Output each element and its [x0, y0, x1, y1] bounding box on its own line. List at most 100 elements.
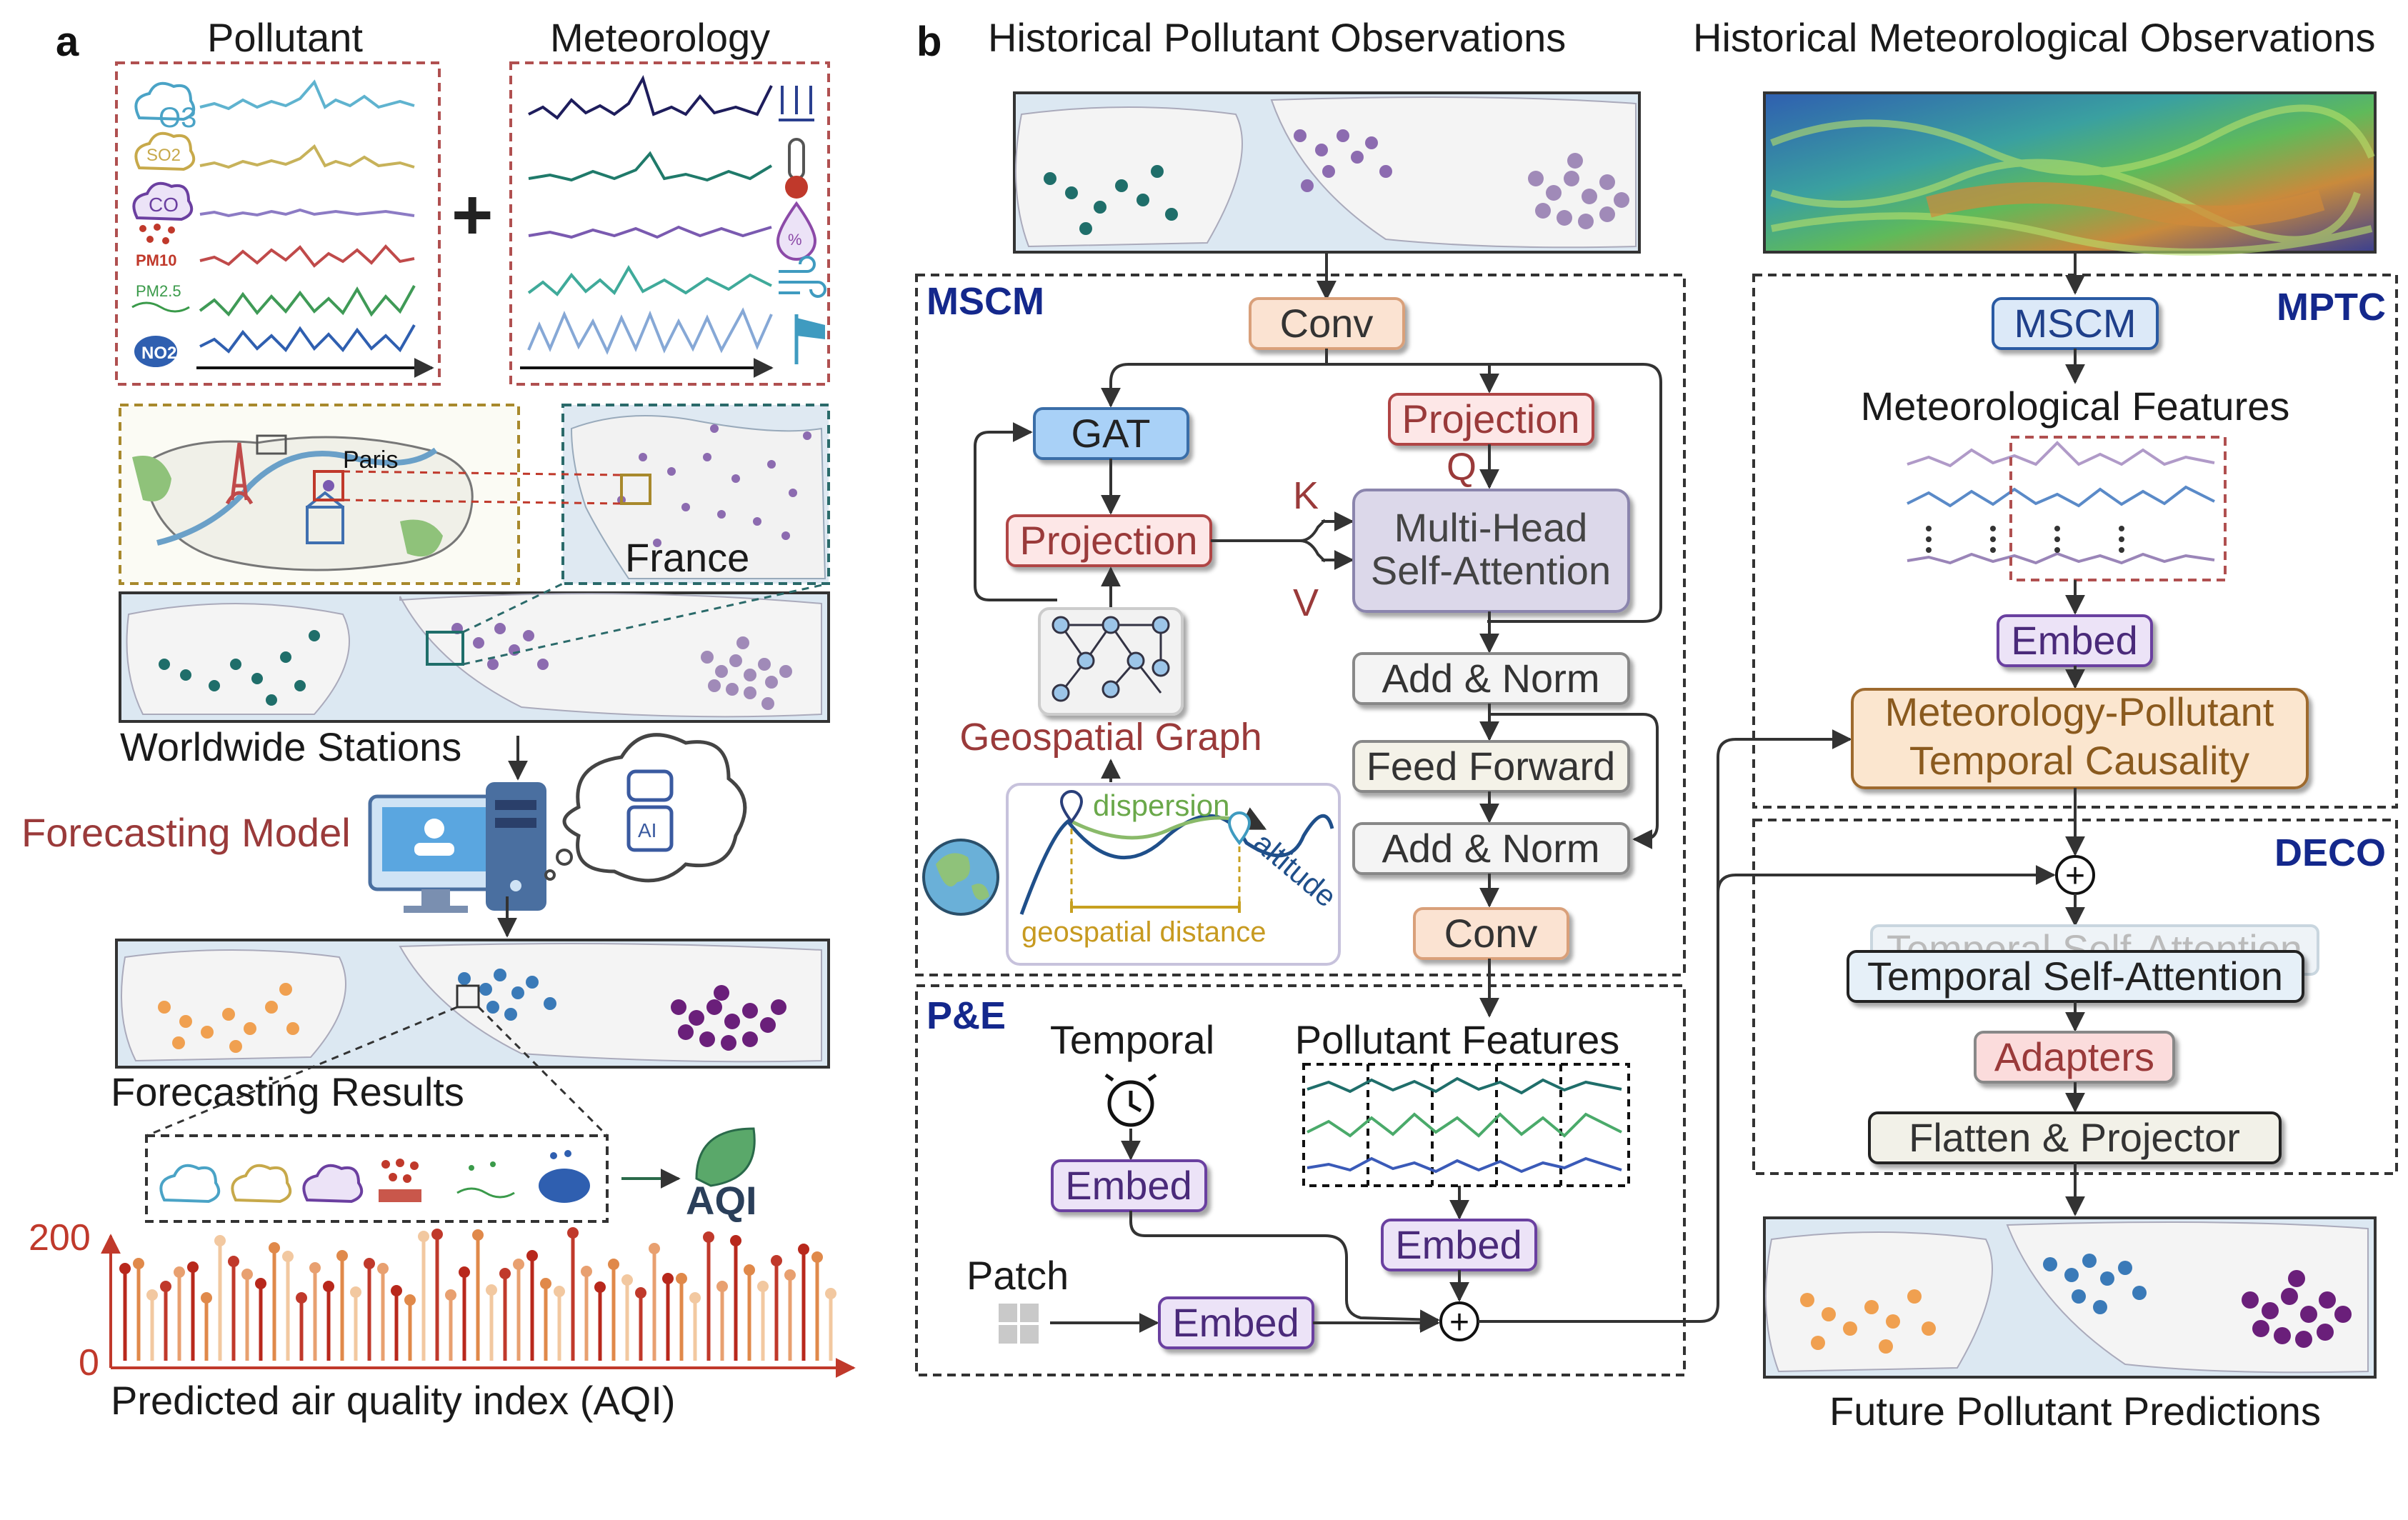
results-stations-eu — [458, 969, 556, 1021]
future-predictions-label: Future Pollutant Predictions — [1829, 1389, 2321, 1434]
ai-label: AI — [638, 819, 656, 841]
tsa-label: Temporal Self-Attention — [1867, 954, 2283, 999]
computer-icon — [368, 782, 546, 913]
aqi-x-label: Predicted air quality index (AQI) — [111, 1378, 676, 1423]
aqi-stem-head — [377, 1263, 389, 1274]
co-icon: CO — [132, 181, 194, 221]
aqi-stem-head — [716, 1281, 728, 1292]
deco-sum-symbol: + — [2065, 857, 2085, 895]
pe-sum-symbol: + — [1449, 1304, 1469, 1341]
aqi-stem-head — [160, 1281, 171, 1292]
europe-connector-2 — [462, 582, 829, 666]
aqi-stem-head — [784, 1269, 796, 1281]
worldwide-stations-label: Worldwide Stations — [120, 724, 461, 769]
o3-series — [199, 79, 415, 111]
pollutant-box — [115, 61, 441, 386]
row-pm10-icon — [379, 1159, 421, 1202]
aqi-stem-head — [472, 1229, 484, 1241]
meteo-series-5 — [527, 307, 773, 355]
aqi-stem-head — [771, 1255, 782, 1266]
pm25-series — [199, 285, 416, 317]
pe-sum-to-deco — [1717, 865, 2056, 894]
meteorology-title: Meteorology — [550, 15, 770, 60]
france-label: France — [625, 535, 749, 580]
aqi-stem-head — [459, 1266, 470, 1278]
europe-connector-1 — [462, 582, 564, 634]
plus-sign: + — [451, 175, 493, 255]
meteorology-series — [527, 74, 773, 355]
aqi-stem-head — [269, 1242, 280, 1254]
row-o3-icon — [159, 1164, 221, 1204]
aqi-stem-head — [730, 1235, 741, 1246]
aqi-stem-head — [445, 1289, 456, 1301]
svg-text:%: % — [788, 231, 802, 249]
mhsa-box — [1352, 489, 1630, 613]
add-norm-1-label: Add & Norm — [1382, 656, 1600, 701]
mscm-tag: MSCM — [926, 280, 1044, 323]
results-connector-1 — [146, 1006, 458, 1137]
leaf-icon — [695, 1127, 756, 1187]
aqi-stem-head — [621, 1274, 633, 1286]
causality-box — [1851, 688, 2309, 789]
geospatial-distance-label: geospatial distance — [1021, 916, 1266, 948]
aqi-stem-head — [486, 1284, 497, 1296]
aqi-stem-head — [309, 1262, 321, 1274]
aqi-y-max-label: 200 — [29, 1217, 91, 1259]
humidity-icon: % — [776, 201, 817, 261]
pressure-icon — [779, 86, 814, 121]
aqi-stem-head — [255, 1278, 266, 1289]
globe-icon — [922, 839, 999, 916]
aqi-stem-head — [241, 1269, 253, 1280]
projection-right-box — [1388, 393, 1594, 446]
aqi-stem-head — [364, 1258, 375, 1269]
pollutant-icons: O3 SO2 CO PM10 PM2.5 NO2 — [131, 81, 196, 367]
aqi-stem-head — [187, 1261, 199, 1273]
pollutant-icon-row-icons — [159, 1150, 590, 1204]
future-land — [1765, 1221, 2369, 1374]
world-stations-na — [159, 630, 320, 706]
deco-tag: DECO — [2274, 831, 2386, 874]
aqi-stem-head — [296, 1292, 307, 1304]
causality-line2: Temporal Causality — [1909, 738, 2249, 783]
conv-bottom-label: Conv — [1444, 911, 1538, 956]
panel-b-label: b — [916, 19, 941, 65]
results-connector-2 — [477, 1006, 609, 1137]
add-norm-2-label: Add & Norm — [1382, 826, 1600, 871]
embed-patch-label: Embed — [1172, 1300, 1299, 1345]
svg-text:PM2.5: PM2.5 — [136, 282, 181, 300]
svg-text:NO2: NO2 — [141, 344, 176, 363]
paris-label: Paris — [343, 446, 398, 474]
windsock-icon — [794, 314, 825, 364]
conv-to-gat — [1101, 363, 1129, 408]
forecasting-results-label: Forecasting Results — [111, 1069, 464, 1114]
v-label: V — [1293, 581, 1319, 624]
aqi-stem-head — [757, 1281, 769, 1292]
so2-icon: SO2 — [134, 131, 196, 171]
embed-temporal-label: Embed — [1065, 1163, 1191, 1208]
aqi-stem-head — [689, 1292, 701, 1304]
residual-2 — [1489, 713, 1659, 849]
aqi-stem-head — [499, 1268, 511, 1279]
paris-connector-2 — [342, 499, 622, 505]
aqi-stem-head — [418, 1231, 429, 1242]
aqi-stem-head — [146, 1289, 158, 1301]
results-stations-na — [158, 983, 299, 1053]
conv-split-line — [1129, 349, 1662, 623]
row-so2-icon — [231, 1164, 292, 1204]
meteo-features-label: Meteorological Features — [1861, 384, 2290, 429]
hist-pollutant-title: Historical Pollutant Observations — [988, 15, 1566, 60]
meteo-pattern-2 — [1926, 182, 2325, 227]
svg-text:PM10: PM10 — [136, 251, 176, 269]
wind-icon — [779, 256, 826, 298]
mptc-tag: MPTC — [2277, 286, 2386, 329]
building-icon — [306, 491, 344, 544]
location-pin-right-icon — [1227, 811, 1252, 846]
aqi-stem-head — [676, 1273, 687, 1284]
temporal-label: Temporal — [1050, 1017, 1214, 1062]
mhsa-line1: Multi-Head — [1394, 505, 1588, 550]
add-norm-2-box — [1352, 822, 1630, 875]
aqi-stem-head — [798, 1244, 809, 1255]
feed-forward-box — [1352, 740, 1630, 793]
aqi-stem-head — [635, 1287, 646, 1299]
